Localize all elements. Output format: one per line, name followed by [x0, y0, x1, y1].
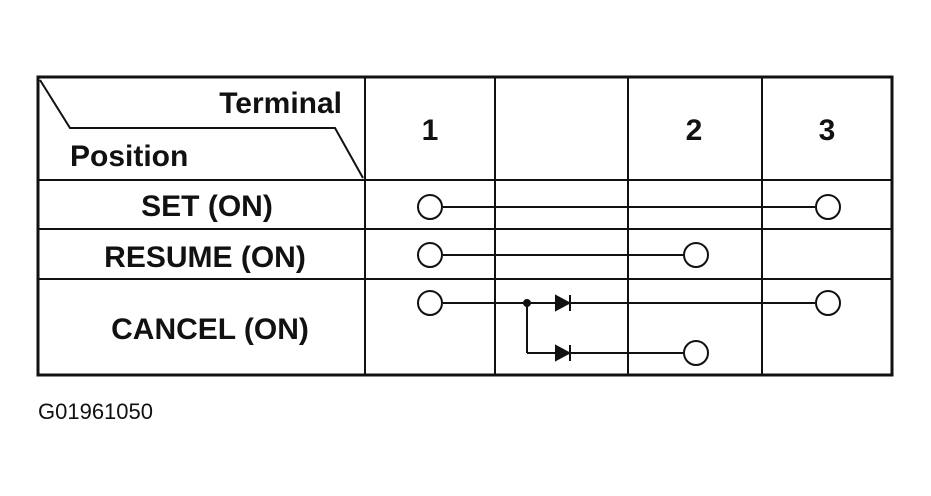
row-label-cancel: CANCEL (ON): [111, 313, 309, 346]
cancel-terminal-3-node: [815, 290, 841, 316]
cancel-junction-dot: [523, 299, 531, 307]
set-terminal-1-node: [417, 194, 443, 220]
cancel-lower-diode-icon: [555, 344, 572, 362]
connections: [417, 194, 841, 366]
table-grid: [36, 75, 894, 377]
figure-code: G01961050: [38, 399, 153, 424]
terminal-header-label: Terminal: [219, 87, 342, 120]
column-header-terminal-3: 3: [819, 114, 836, 147]
column-header-terminal-1: 1: [422, 114, 439, 147]
cancel-terminal-2-node: [683, 340, 709, 366]
cancel-upper-diode-icon: [555, 294, 572, 312]
table-border: [36, 75, 894, 377]
row-label-set: SET (ON): [141, 190, 273, 223]
position-header-label: Position: [70, 140, 188, 173]
resume-terminal-2-node: [683, 242, 709, 268]
header-diagonal-divider: [39, 79, 364, 179]
resume-terminal-1-node: [417, 242, 443, 268]
cancel-terminal-1-node: [417, 290, 443, 316]
column-header-terminal-2: 2: [686, 114, 703, 147]
row-label-resume: RESUME (ON): [104, 241, 306, 274]
set-terminal-3-node: [815, 194, 841, 220]
